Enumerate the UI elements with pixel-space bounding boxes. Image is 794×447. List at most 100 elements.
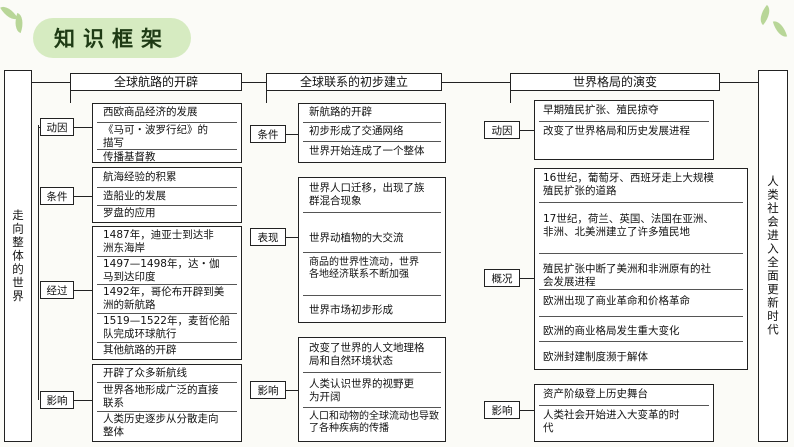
category-label: 动因 bbox=[46, 121, 68, 134]
col2-biaoxian-box: 世界人口迁移，出现了族群混合现象 世界动植物的大交流 商品的世界性流动，世界各地… bbox=[298, 177, 446, 323]
header-col3: 世界格局的演变 bbox=[510, 73, 720, 91]
list-item: 欧洲出现了商业革命和价格革命 bbox=[543, 295, 690, 307]
list-item: 世界各地形成广泛的直接联系 bbox=[103, 384, 219, 409]
connector bbox=[720, 82, 758, 83]
separator bbox=[539, 253, 743, 254]
col1-jingguo-box: 1487年，迪亚士到达非洲东海岸 1497—1498年，达・伽马到达印度 149… bbox=[92, 226, 242, 360]
connector bbox=[520, 278, 534, 279]
separator bbox=[97, 256, 237, 257]
separator bbox=[303, 407, 441, 408]
header-label: 世界格局的演变 bbox=[572, 75, 657, 89]
connector bbox=[442, 82, 510, 83]
list-item: 1487年，迪亚士到达非洲东海岸 bbox=[103, 229, 214, 254]
separator bbox=[303, 372, 441, 373]
list-item: 资产阶级登上历史舞台 bbox=[543, 388, 648, 400]
list-item: 人类社会开始进入大变革的时代 bbox=[543, 409, 680, 434]
separator bbox=[303, 252, 441, 253]
col3-gaikuang-box: 16世纪，葡萄牙、西班牙走上大规模殖民扩张的道路 17世纪，荷兰、英国、法国在亚… bbox=[534, 168, 748, 370]
separator bbox=[97, 205, 237, 206]
col2-yingxiang-label: 影响 bbox=[250, 381, 286, 399]
separator bbox=[97, 149, 237, 150]
category-label: 经过 bbox=[46, 284, 68, 297]
list-item: 人类认识世界的视野更为开阔 bbox=[309, 378, 414, 403]
col3-dongyin-box: 早期殖民扩张、殖民掠夺 改变了世界格局和历史发展进程 bbox=[534, 100, 714, 160]
separator bbox=[97, 313, 237, 314]
list-item: 1519—1522年，麦哲伦船队完成环球航行 bbox=[103, 315, 230, 340]
list-item: 16世纪，葡萄牙、西班牙走上大规模殖民扩张的道路 bbox=[543, 172, 714, 197]
separator bbox=[303, 212, 441, 213]
list-item: 开辟了众多新航线 bbox=[103, 367, 187, 379]
list-item: 传播基督教 bbox=[103, 151, 156, 163]
connector bbox=[32, 82, 70, 83]
connector bbox=[266, 91, 267, 103]
list-item: 航海经验的积累 bbox=[103, 171, 177, 183]
list-item: 改变了世界格局和历史发展进程 bbox=[543, 125, 690, 137]
right-label-box: 人类社会进入全面更新时代 bbox=[758, 70, 788, 442]
separator bbox=[97, 187, 237, 188]
category-label: 影响 bbox=[46, 394, 68, 407]
list-item: 《马可・波罗行纪》的描写 bbox=[103, 124, 208, 149]
list-item: 世界人口迁移，出现了族群混合现象 bbox=[309, 182, 425, 207]
list-item: 新航路的开辟 bbox=[309, 106, 372, 118]
list-item: 其他航路的开辟 bbox=[103, 344, 177, 356]
category-label: 条件 bbox=[46, 190, 68, 203]
list-item: 世界开始连成了一个整体 bbox=[309, 145, 425, 157]
list-item: 欧洲封建制度濒于解体 bbox=[543, 351, 648, 363]
list-item: 初步形成了交通网络 bbox=[309, 125, 404, 137]
separator bbox=[539, 121, 709, 122]
list-item: 罗盘的应用 bbox=[103, 207, 156, 219]
list-item: 欧洲的商业格局发生重大变化 bbox=[543, 325, 680, 337]
list-item: 商品的世界性流动，世界各地经济联系不断加强 bbox=[309, 257, 419, 280]
connector bbox=[74, 196, 92, 197]
col3-gaikuang-label: 概况 bbox=[484, 269, 520, 287]
col1-yingxiang-label: 影响 bbox=[40, 391, 74, 409]
separator bbox=[303, 141, 441, 142]
separator bbox=[539, 289, 743, 290]
list-item: 1492年，哥伦布开辟到美洲的新航路 bbox=[103, 286, 225, 311]
col1-dongyin-label: 动因 bbox=[40, 118, 74, 136]
separator bbox=[97, 411, 237, 412]
list-item: 17世纪，荷兰、英国、法国在亚洲、非洲、北美洲建立了许多殖民地 bbox=[543, 213, 714, 238]
col2-biaoxian-label: 表现 bbox=[250, 228, 286, 246]
list-item: 改变了世界的人文地理格局和自然环境状态 bbox=[309, 342, 425, 367]
header-label: 全球联系的初步建立 bbox=[299, 75, 408, 89]
category-label: 条件 bbox=[257, 128, 279, 141]
connector bbox=[38, 125, 39, 400]
connector bbox=[520, 130, 534, 131]
col1-jingguo-label: 经过 bbox=[40, 281, 74, 299]
connector bbox=[286, 134, 298, 135]
leaf-decoration bbox=[772, 19, 788, 39]
list-item: 人类历史逐步从分散走向整体 bbox=[103, 413, 219, 438]
separator bbox=[303, 122, 441, 123]
col2-tiaojian-box: 新航路的开辟 初步形成了交通网络 世界开始连成了一个整体 bbox=[298, 103, 446, 163]
col1-dongyin-box: 西欧商品经济的发展 《马可・波罗行纪》的描写 传播基督教 bbox=[92, 103, 242, 163]
connector bbox=[510, 91, 511, 103]
col2-tiaojian-label: 条件 bbox=[250, 125, 286, 143]
separator bbox=[97, 382, 237, 383]
list-item: 1497—1498年，达・伽马到达印度 bbox=[103, 258, 220, 283]
separator bbox=[539, 202, 743, 203]
connector bbox=[286, 390, 298, 391]
separator bbox=[97, 342, 237, 343]
list-item: 世界市场初步形成 bbox=[309, 304, 393, 316]
connector bbox=[70, 91, 71, 103]
header-label: 全球航路的开辟 bbox=[113, 75, 198, 89]
col1-tiaojian-label: 条件 bbox=[40, 187, 74, 205]
list-item: 西欧商品经济的发展 bbox=[103, 106, 198, 118]
separator bbox=[539, 341, 743, 342]
right-label: 人类社会进入全面更新时代 bbox=[766, 175, 780, 337]
col2-yingxiang-box: 改变了世界的人文地理格局和自然环境状态 人类认识世界的视野更为开阔 人口和动物的… bbox=[298, 337, 446, 442]
page-title: 知识框架 bbox=[54, 27, 170, 51]
col1-tiaojian-box: 航海经验的积累 造船业的发展 罗盘的应用 bbox=[92, 167, 242, 223]
separator bbox=[539, 316, 743, 317]
list-item: 殖民扩张中断了美洲和非洲原有的社会发展进程 bbox=[543, 263, 711, 288]
separator bbox=[97, 122, 237, 123]
header-col2: 全球联系的初步建立 bbox=[266, 73, 442, 91]
left-label: 走向整体的世界 bbox=[11, 208, 25, 304]
connector bbox=[74, 290, 92, 291]
connector bbox=[242, 82, 266, 83]
category-label: 影响 bbox=[257, 384, 279, 397]
category-label: 动因 bbox=[491, 124, 513, 137]
list-item: 早期殖民扩张、殖民掠夺 bbox=[543, 104, 659, 116]
list-item: 世界动植物的大交流 bbox=[309, 232, 404, 244]
